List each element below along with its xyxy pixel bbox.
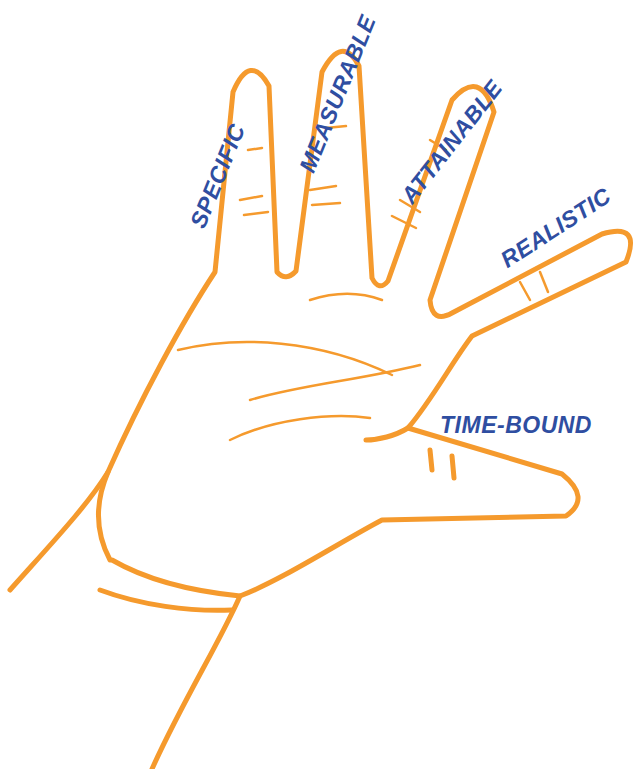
thumb-crease — [366, 428, 408, 440]
knuckle-crease — [392, 216, 416, 228]
wrist-line — [99, 472, 111, 560]
wrist-crease — [112, 560, 240, 596]
knuckle-crease — [540, 272, 548, 292]
thumb-crease — [452, 456, 454, 478]
knuckle-crease — [244, 212, 268, 215]
wrist-crease — [100, 590, 232, 610]
palm-crease — [230, 416, 370, 440]
finger-label: MEASURABLE — [296, 12, 380, 176]
thumb-crease — [430, 450, 432, 470]
knuckle-crease — [310, 186, 336, 190]
knuckle-crease — [240, 196, 262, 200]
knuckle-crease — [248, 148, 262, 150]
knuckle-crease — [520, 282, 530, 300]
palm-crease — [250, 365, 420, 400]
finger-label: TIME-BOUND — [440, 414, 592, 437]
palm-crease — [310, 294, 382, 300]
finger-label: SPECIFIC — [187, 121, 250, 232]
knuckle-crease — [312, 203, 340, 205]
palm-crease — [178, 342, 392, 375]
finger-label: ATTAINABLE — [397, 76, 507, 207]
